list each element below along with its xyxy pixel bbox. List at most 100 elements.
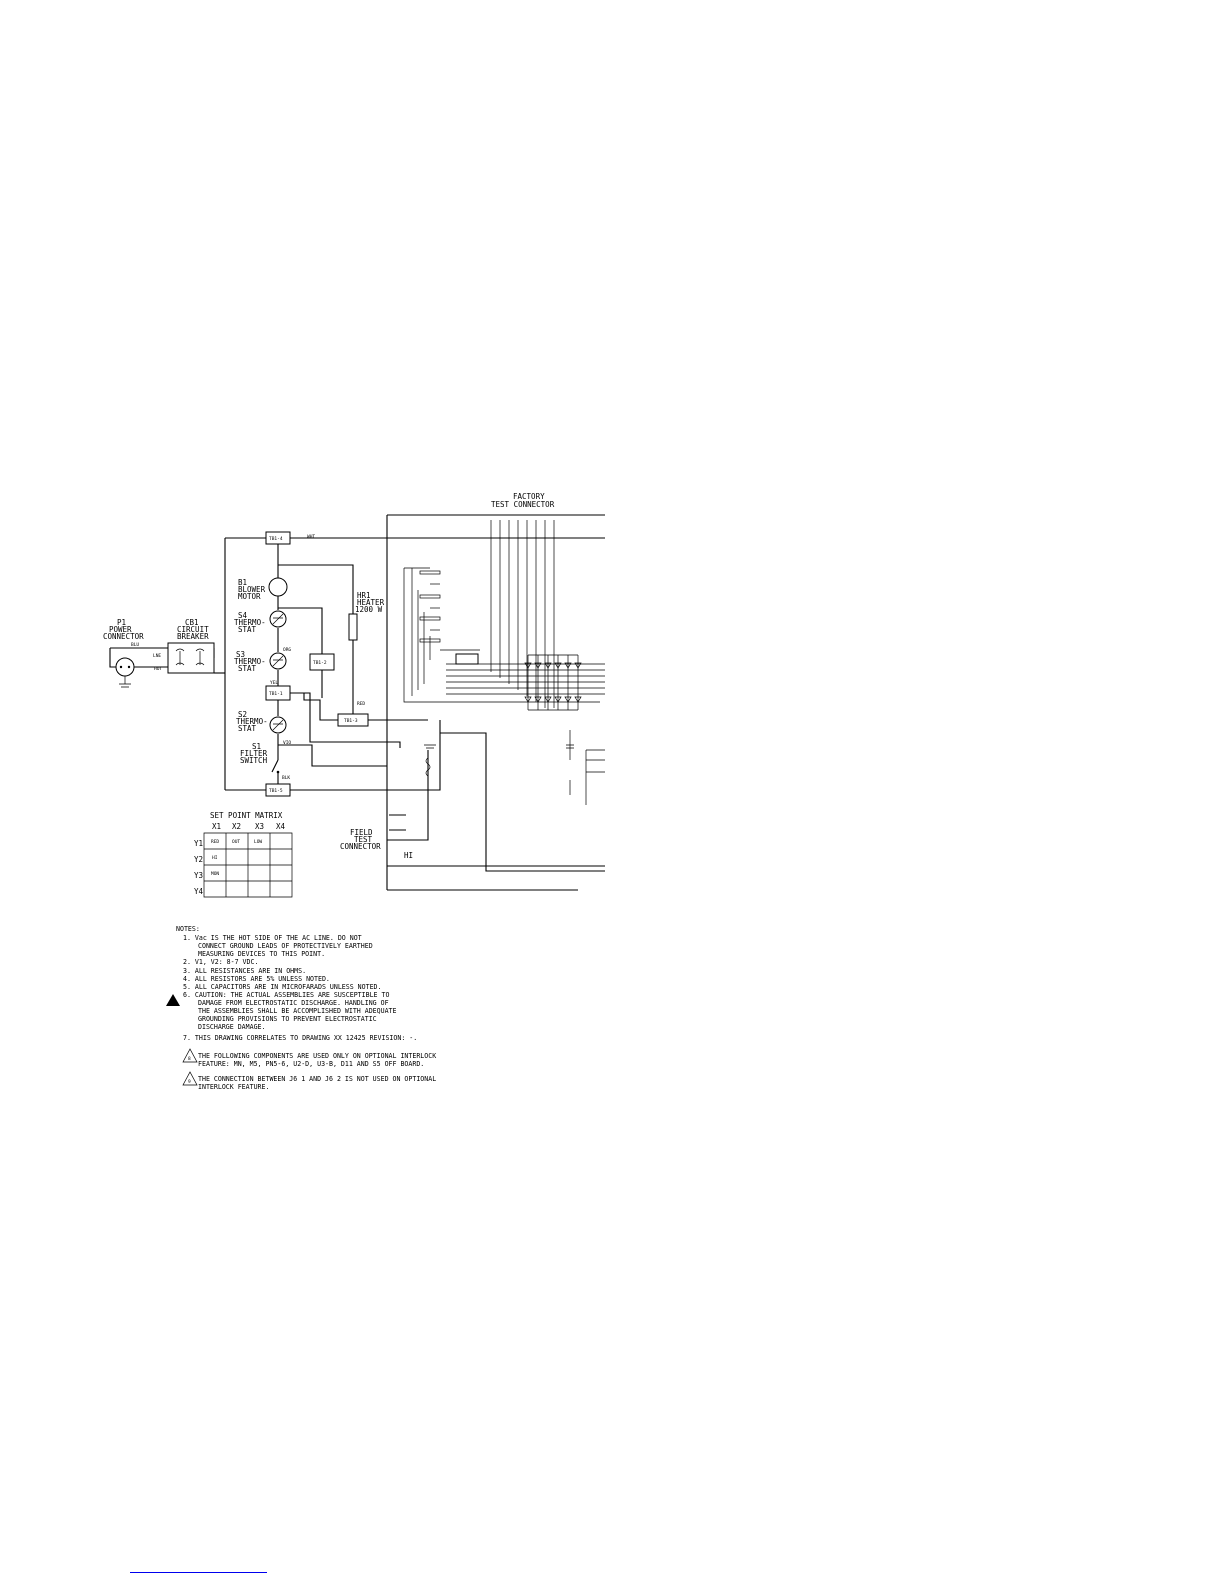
field-label-line3: CONNECTOR: [340, 842, 381, 851]
matrix-col-label: X2: [232, 822, 241, 831]
wire-label-blk: BLK: [282, 775, 290, 781]
note-line: 7. THIS DRAWING CORRELATES TO DRAWING XX…: [183, 1034, 417, 1042]
matrix-col-label: X3: [255, 822, 264, 831]
note-line: 6. CAUTION: THE ACTUAL ASSEMBLIES ARE SU…: [183, 991, 389, 999]
s1-ref: S1: [252, 742, 261, 751]
b1-label-line2: MOTOR: [238, 592, 261, 601]
note-line: MEASURING DEVICES TO THIS POINT.: [198, 950, 325, 958]
note-line: 2. V1, V2: 8-7 VDC.: [183, 958, 258, 966]
wire-label-vio: VIO: [283, 740, 291, 746]
cb1-label-line1: CIRCUIT: [177, 625, 209, 634]
s1-label-line1: FILTER: [240, 749, 268, 758]
note-line: CONNECT GROUND LEADS OF PROTECTIVELY EAR…: [198, 942, 373, 950]
cb1-ref: CB1: [185, 618, 199, 627]
tb1-3-label: TB1-3: [344, 718, 358, 724]
s2-label-line2: STAT: [238, 724, 257, 733]
s3-thermostat: S3 THERMO- STAT: [234, 650, 287, 673]
b1-label-line1: BLOWER: [238, 585, 266, 594]
b1-blower-motor: B1 BLOWER MOTOR: [238, 577, 288, 601]
note-marker-label: 9: [188, 1079, 191, 1085]
factory-harness: [403, 520, 605, 805]
s2-ref: S2: [238, 710, 247, 719]
wire-label-yel: YEL: [270, 680, 278, 686]
note-marker-icon: [182, 1071, 198, 1086]
note-line: INTERLOCK FEATURE.: [198, 1083, 269, 1091]
s1-label-line2: SWITCH: [240, 756, 268, 765]
tb1-1-label: TB1-1: [269, 691, 283, 697]
wire-label-hot: HOT: [154, 666, 162, 672]
note-line: THE CONNECTION BETWEEN J6 1 AND J6 2 IS …: [198, 1075, 436, 1083]
note-line: 3. ALL RESISTANCES ARE IN OHMS.: [183, 967, 306, 975]
matrix-row-label: Y2: [194, 855, 203, 864]
matrix-cell: MON: [211, 871, 219, 877]
matrix-cell: RED: [211, 839, 219, 845]
matrix-row-label: Y3: [194, 871, 203, 880]
matrix-cell: LOW: [254, 839, 262, 845]
factory-label-line1: FACTORY: [513, 492, 545, 501]
field-test-circuit: [424, 744, 574, 777]
wire-label-wht: WHT: [307, 534, 315, 540]
wire-label-lne: LNE: [153, 653, 161, 659]
matrix-cell: OUT: [232, 839, 240, 845]
matrix-col-label: X1: [212, 822, 221, 831]
wire-labels: BLU LNE HOT WHT ORG YEL RED VIO BLK HI: [131, 534, 413, 860]
s3-ref: S3: [236, 650, 245, 659]
cb1-circuit-breaker: CB1 CIRCUIT BREAKER: [167, 618, 215, 674]
note-line: THE ASSEMBLIES SHALL BE ACCOMPLISHED WIT…: [198, 1007, 397, 1015]
factory-label-line2: TEST CONNECTOR: [491, 500, 555, 509]
set-point-matrix: SET POINT MATRIX X1 X2 X3 X4 Y1 Y2 Y3 Y4…: [194, 811, 293, 898]
wire-label-org: ORG: [283, 647, 291, 653]
main-wiring: [109, 514, 605, 891]
note-line: DISCHARGE DAMAGE.: [198, 1023, 266, 1031]
matrix-row-label: Y4: [194, 887, 204, 896]
field-label-line1: FIELD: [350, 828, 373, 837]
matrix-row-label: Y1: [194, 839, 203, 848]
matrix-cell: HI: [212, 855, 218, 861]
hr1-label-line2: 1200 W: [355, 605, 383, 614]
note-line: FEATURE: MN, M5, PN5-6, U2-D, U3-B, D11 …: [198, 1060, 424, 1068]
note-line: 4. ALL RESISTORS ARE 5% UNLESS NOTED.: [183, 975, 330, 983]
note-line: DAMAGE FROM ELECTROSTATIC DISCHARGE. HAN…: [198, 999, 389, 1007]
s4-ref: S4: [238, 611, 248, 620]
terminal-blocks: TB1-4 TB1-1 TB1-2 TB1-3 TB1-5: [265, 531, 369, 797]
p1-label-line2: CONNECTOR: [103, 632, 144, 641]
field-label-line2: TEST: [354, 835, 373, 844]
s4-label-line1: THERMO-: [234, 618, 266, 627]
note-line: 5. ALL CAPACITORS ARE IN MICROFARADS UNL…: [183, 983, 382, 991]
p1-power-connector: P1 POWER CONNECTOR: [103, 618, 144, 688]
diode-array: [524, 662, 582, 703]
hr1-label-line1: HEATER: [357, 598, 385, 607]
s2-thermostat: S2 THERMO- STAT: [236, 710, 287, 734]
notes-heading: NOTES:: [176, 925, 200, 933]
note-line: 1. Vac IS THE HOT SIDE OF THE AC LINE. D…: [183, 934, 362, 942]
note-line: GROUNDING PROVISIONS TO PREVENT ELECTROS…: [198, 1015, 377, 1023]
note-marker-label: 8: [188, 1056, 191, 1062]
esd-warning-icon: [166, 994, 180, 1006]
note-line: THE FOLLOWING COMPONENTS ARE USED ONLY O…: [198, 1052, 436, 1060]
hr1-heater: HR1 HEATER 1200 W: [348, 591, 385, 641]
note-marker-icon: [182, 1048, 198, 1063]
field-test-connector-label: FIELD TEST CONNECTOR: [340, 828, 381, 851]
s2-label-line1: THERMO-: [236, 717, 268, 726]
pushbutton-switches: [419, 570, 479, 665]
s4-thermostat: S4 THERMO- STAT: [234, 610, 287, 634]
s3-label-line1: THERMO-: [234, 657, 266, 666]
cb1-label-line2: BREAKER: [177, 632, 209, 641]
s3-label-line2: STAT: [238, 664, 257, 673]
bottom-link-underline[interactable]: [130, 1572, 267, 1573]
p1-ref: P1: [117, 618, 126, 627]
matrix-col-label: X4: [276, 822, 286, 831]
tb1-5-label: TB1-5: [269, 788, 283, 794]
matrix-title: SET POINT MATRIX: [210, 811, 283, 820]
notes-block: NOTES: 1. Vac IS THE HOT SIDE OF THE AC …: [166, 925, 436, 1091]
p1-label-line1: POWER: [109, 625, 132, 634]
wire-label-blu: BLU: [131, 642, 139, 648]
wire-label-red: RED: [357, 701, 365, 707]
b1-ref: B1: [238, 578, 247, 587]
tb1-2-label: TB1-2: [313, 660, 327, 666]
tb1-4-label: TB1-4: [269, 536, 283, 542]
s4-label-line2: STAT: [238, 625, 257, 634]
wire-label-hi: HI: [404, 851, 413, 860]
factory-test-connector-label: FACTORY TEST CONNECTOR: [491, 492, 555, 509]
